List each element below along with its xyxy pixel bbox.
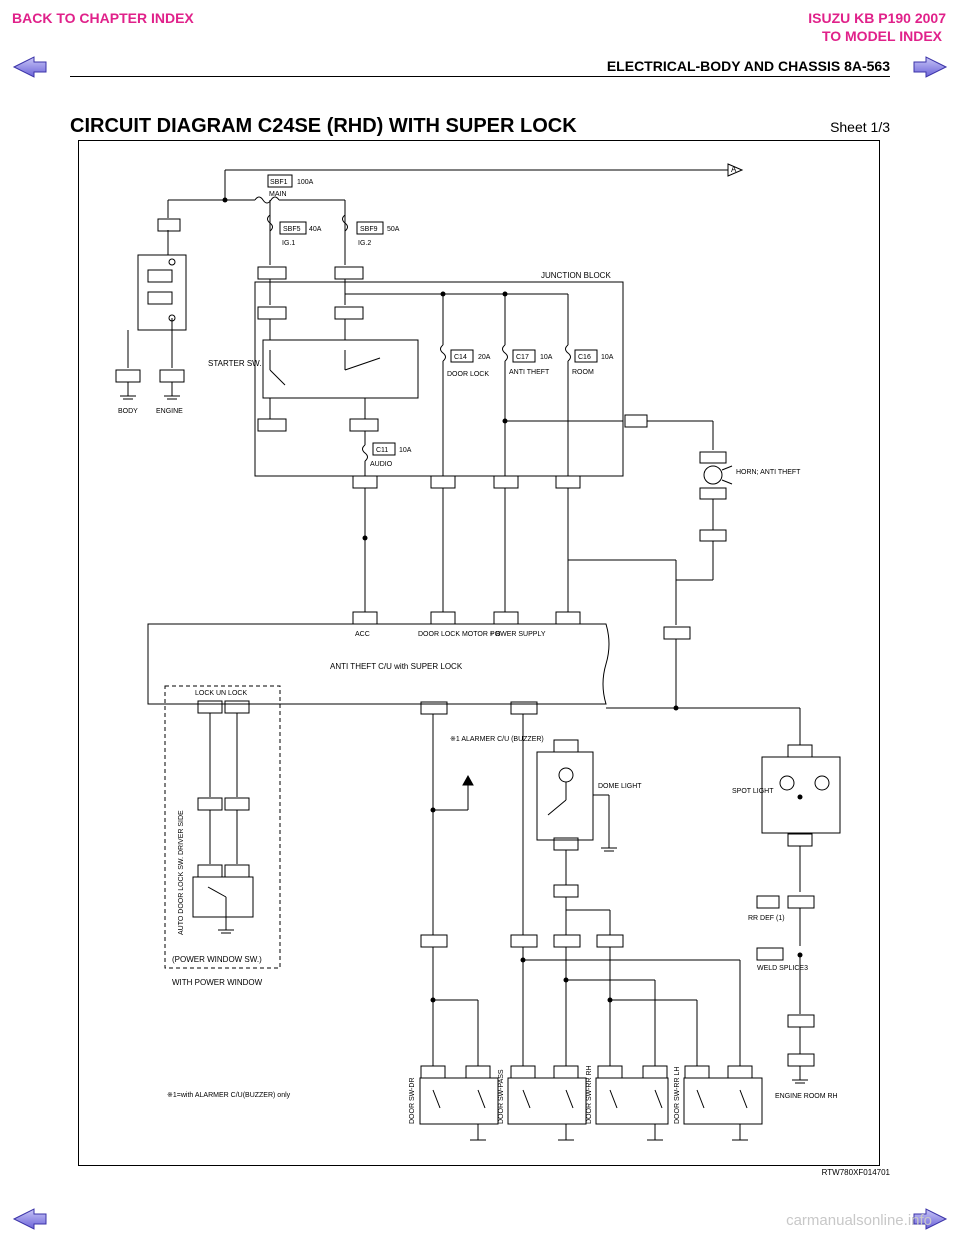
fuse-ig1-id: SBF5 bbox=[283, 226, 301, 233]
dome-light-label: DOME LIGHT bbox=[598, 783, 642, 790]
page-title: CIRCUIT DIAGRAM C24SE (RHD) WITH SUPER L… bbox=[70, 115, 577, 137]
fuse-c11-name: AUDIO bbox=[370, 461, 393, 468]
fuse-main-rating: 100A bbox=[297, 179, 314, 186]
lock-unlock-label: LOCK UN LOCK bbox=[195, 690, 247, 697]
next-page-arrow-bottom-icon[interactable] bbox=[912, 1208, 948, 1230]
fuse-c14-rating: 20A bbox=[478, 354, 491, 361]
fuse-c16-name: ROOM bbox=[572, 369, 594, 376]
cu-pin-power-supply: POWER SUPPLY bbox=[490, 631, 546, 638]
fuse-c14-id: C14 bbox=[454, 354, 467, 361]
fuse-c17-rating: 10A bbox=[540, 354, 553, 361]
fuse-ig2-rating: 50A bbox=[387, 226, 400, 233]
reference-code: RTW780XF014701 bbox=[821, 1168, 890, 1177]
diagram-frame bbox=[78, 140, 880, 1166]
door-sw-rr-rh-label: DOOR SW-RR RH bbox=[586, 1065, 593, 1124]
prev-page-arrow-icon[interactable] bbox=[12, 56, 48, 78]
auto-door-lock-sw-label: AUTO DOOR LOCK SW. DRIVER SIDE bbox=[178, 810, 185, 935]
control-unit-label: ANTI THEFT C/U with SUPER LOCK bbox=[330, 662, 463, 671]
fuse-ig2-name: IG.2 bbox=[358, 240, 371, 247]
svg-text:A: A bbox=[731, 165, 737, 174]
spot-light-label: SPOT LIGHT bbox=[732, 788, 774, 795]
fuse-c17-id: C17 bbox=[516, 354, 529, 361]
door-sw-pass-label: DOOR SW-PASS bbox=[498, 1069, 505, 1124]
weld-splice-label: WELD SPLICE3 bbox=[757, 965, 808, 972]
alarmer-label: ※1 ALARMER C/U (BUZZER) bbox=[450, 736, 544, 743]
ground-engine-label: ENGINE bbox=[156, 408, 183, 415]
starter-switch-label: STARTER SW. bbox=[208, 359, 262, 368]
fuse-c11-id: C11 bbox=[376, 447, 388, 454]
footnote: ※1=with ALARMER C/U(BUZZER) only bbox=[167, 1092, 291, 1099]
fuse-ig1-name: IG.1 bbox=[282, 240, 295, 247]
sheet-number: Sheet 1/3 bbox=[830, 119, 890, 135]
brand-label: ISUZU KB P190 2007 bbox=[808, 10, 946, 26]
watermark: carmanualsonline.info bbox=[786, 1212, 932, 1229]
ground-body-label: BODY bbox=[118, 408, 138, 415]
fuse-c17-name: ANTI THEFT bbox=[509, 369, 550, 376]
back-to-chapter-index-link[interactable]: BACK TO CHAPTER INDEX bbox=[12, 10, 194, 26]
section-header: ELECTRICAL-BODY AND CHASSIS 8A-563 bbox=[606, 58, 890, 74]
with-power-window-label: WITH POWER WINDOW bbox=[172, 978, 263, 987]
fuse-c16-rating: 10A bbox=[601, 354, 614, 361]
rr-def-label: RR DEF (1) bbox=[748, 915, 785, 922]
header-divider bbox=[70, 76, 890, 77]
fuse-ig2-id: SBF9 bbox=[360, 226, 378, 233]
fuse-main-id: SBF1 bbox=[270, 179, 288, 186]
power-window-sw-label: (POWER WINDOW SW.) bbox=[172, 955, 262, 964]
engine-room-label: ENGINE ROOM RH bbox=[775, 1093, 838, 1100]
to-model-index-link[interactable]: TO MODEL INDEX bbox=[821, 28, 942, 44]
next-page-arrow-icon[interactable] bbox=[912, 56, 948, 78]
fuse-c14-name: DOOR LOCK bbox=[447, 371, 489, 378]
fuse-main-name: MAIN bbox=[269, 191, 287, 198]
door-sw-dr-label: DOOR SW-DR bbox=[409, 1077, 416, 1124]
door-sw-rr-lh-label: DOOR SW-RR LH bbox=[674, 1067, 681, 1124]
prev-page-arrow-bottom-icon[interactable] bbox=[12, 1208, 48, 1230]
horn-label: HORN; ANTI THEFT bbox=[736, 469, 801, 476]
fuse-ig1-rating: 40A bbox=[309, 226, 322, 233]
junction-block-label: JUNCTION BLOCK bbox=[541, 271, 611, 280]
fuse-c11-rating: 10A bbox=[399, 447, 412, 454]
cu-pin-door-lock: DOOR LOCK MOTOR + B bbox=[418, 631, 501, 638]
cu-pin-acc: ACC bbox=[355, 631, 370, 638]
fuse-c16-id: C16 bbox=[578, 354, 591, 361]
